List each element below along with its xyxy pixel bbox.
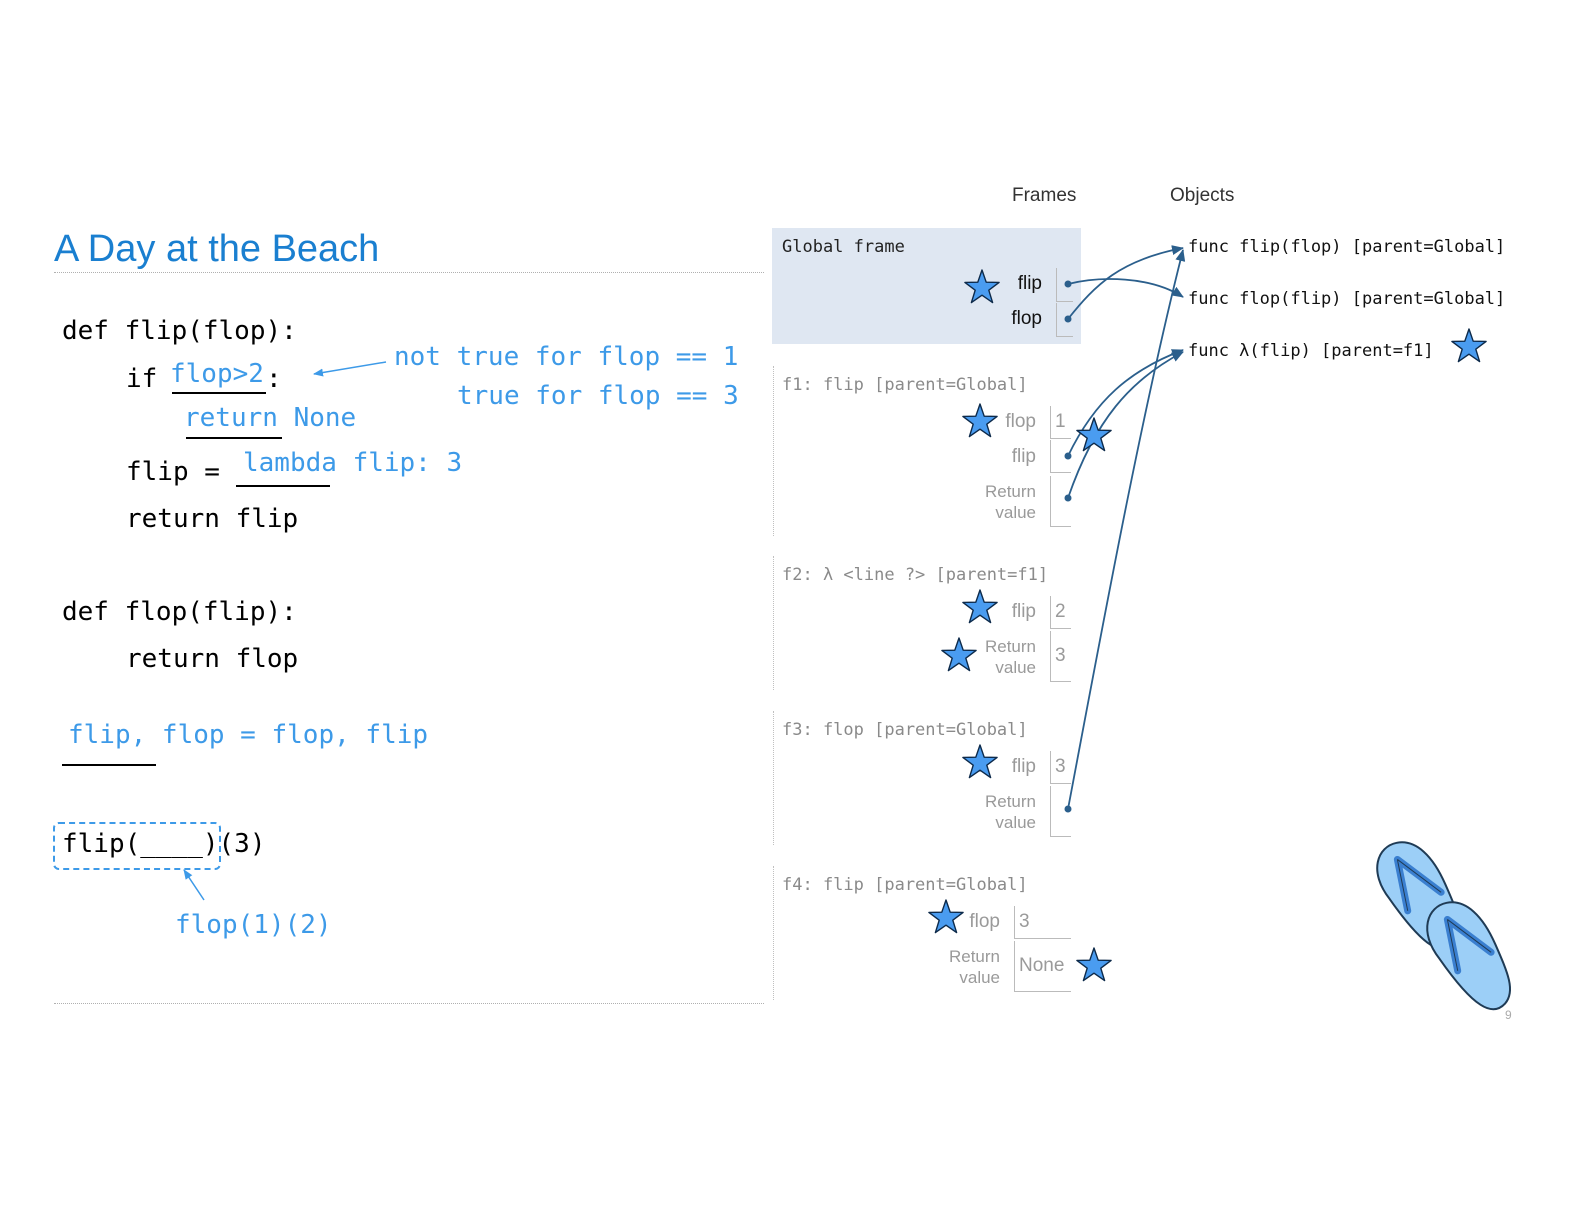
f1-cell-flip (1050, 440, 1071, 473)
dot-global-flop (1064, 315, 1072, 323)
f2-cell-flip (1050, 596, 1071, 629)
global-var-flip: flip (1017, 273, 1042, 294)
dot-global-flip (1064, 280, 1072, 288)
blank-if-condition (172, 392, 266, 394)
f1-cell-return (1050, 476, 1071, 527)
answer-lambda: lambda flip: 3 (243, 448, 463, 478)
call-arrow (183, 869, 205, 901)
code-line-call: flip(____)(3) (62, 829, 266, 859)
answer-call-argument: flop(1)(2) (175, 910, 332, 940)
note-line-2: true for flop == 3 (457, 381, 739, 411)
note-line-1: not true for flop == 1 (394, 342, 739, 372)
f3-cell-return (1050, 786, 1071, 837)
blank-assignment (62, 764, 156, 766)
object-func-flip: func flip(flop) [parent=Global] (1188, 237, 1506, 257)
answer-if-condition: flop>2 (170, 359, 264, 389)
code-line-if-colon: : (266, 364, 282, 394)
call-highlight-box (53, 822, 221, 870)
code-line-if: if (126, 364, 173, 394)
f4-cell-flop (1014, 906, 1071, 939)
pointer-f3-return (1067, 249, 1186, 810)
f1-frame-name: f1: flip [parent=Global] (782, 375, 1028, 395)
f1-var-flop: flop (1005, 411, 1036, 432)
f4-frame-border (773, 866, 774, 1000)
blank-lambda (236, 485, 330, 487)
global-var-flop: flop (1011, 308, 1042, 329)
code-line-flip-assign: flip = (126, 457, 236, 487)
pointer-f1-return (1067, 351, 1184, 499)
pointer-global-flip (1067, 278, 1184, 298)
star-f1-flip (1076, 417, 1112, 452)
f4-cell-return (1014, 941, 1071, 992)
f4-frame-name: f4: flip [parent=Global] (782, 875, 1028, 895)
code-line-def-flip: def flip(flop): (62, 316, 297, 346)
f1-var-flip: flip (1011, 446, 1036, 467)
f2-frame-border (773, 556, 774, 690)
answer-return-none: return None (184, 403, 357, 433)
f3-frame-border (773, 711, 774, 845)
global-cell-flop (1056, 303, 1073, 337)
f4-var-flop: flop (969, 911, 1000, 932)
star-f2-flip (962, 589, 998, 624)
f2-var-return: Return value (984, 637, 1036, 677)
page-title: A Day at the Beach (54, 228, 380, 270)
f2-val-return: 3 (1055, 645, 1066, 666)
note-arrow (313, 361, 387, 377)
pointer-f1-flip (1067, 349, 1184, 457)
object-func-flop: func flop(flip) [parent=Global] (1188, 289, 1506, 309)
star-object-lambda (1451, 328, 1487, 363)
star-f2-return (941, 637, 977, 672)
f3-val-flip: 3 (1055, 756, 1066, 777)
answer-assignment: flip, flop = flop, flip (68, 720, 429, 750)
f1-var-return: Return value (984, 482, 1036, 522)
dot-f1-return (1064, 494, 1072, 502)
code-line-def-flop: def flop(flip): (62, 597, 297, 627)
objects-header: Objects (1170, 185, 1235, 206)
f1-frame-border (773, 366, 774, 536)
global-frame (772, 228, 1081, 344)
star-f4-return (1076, 947, 1112, 982)
object-func-lambda: func λ(flip) [parent=f1] (1188, 341, 1434, 361)
f2-var-flip: flip (1011, 601, 1036, 622)
star-f4-flop (928, 899, 964, 934)
f4-var-return: Return value (948, 947, 1000, 987)
f4-val-return: None (1019, 955, 1065, 976)
bottom-divider (54, 1003, 764, 1004)
pointer-global-flop (1067, 245, 1184, 320)
f3-var-return: Return value (984, 792, 1036, 832)
flip-flops-illustration (1376, 841, 1512, 1011)
global-frame-name: Global frame (782, 237, 905, 257)
title-divider (54, 272, 764, 273)
star-f1-flop (962, 403, 998, 438)
f3-frame-name: f3: flop [parent=Global] (782, 720, 1028, 740)
f2-cell-return (1050, 631, 1071, 682)
f4-val-flop: 3 (1019, 911, 1030, 932)
code-line-return-flip: return flip (126, 504, 299, 534)
f1-cell-flop (1050, 406, 1071, 439)
blank-return-none (186, 437, 282, 439)
code-line-return-flop: return flop (126, 644, 299, 674)
page-number: 9 (1505, 1008, 1512, 1022)
star-global-flip (964, 269, 1000, 304)
frames-header: Frames (1012, 185, 1077, 206)
dot-f1-flip (1064, 452, 1072, 460)
f3-var-flip: flip (1011, 756, 1036, 777)
f1-val-flop: 1 (1055, 411, 1066, 432)
f2-frame-name: f2: λ <line ?> [parent=f1] (782, 565, 1049, 585)
star-f3-flip (962, 744, 998, 779)
f2-val-flip: 2 (1055, 601, 1066, 622)
dot-f3-return (1064, 805, 1072, 813)
global-cell-flip (1056, 268, 1073, 302)
f3-cell-flip (1050, 751, 1071, 784)
